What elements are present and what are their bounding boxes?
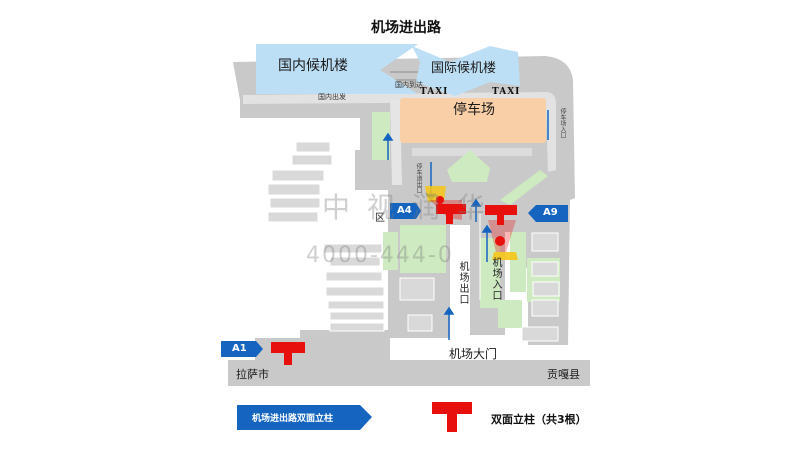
marker-a4-label: A4 — [397, 205, 412, 216]
legend-pillar-top — [432, 402, 472, 414]
entry-road-label: 机场入口 — [490, 257, 501, 301]
marker-a4-shape — [390, 203, 421, 219]
parking-lane-label: 停车道出口 — [415, 163, 422, 193]
legend-arrow-label: 机场进出路双面立柱 — [252, 414, 334, 424]
figure-marker-2 — [436, 196, 444, 204]
marker-a1-shape — [221, 341, 263, 357]
domestic-terminal-label: 国内候机楼 — [278, 58, 348, 74]
figure-marker-1 — [495, 236, 505, 246]
domestic-departures-label: 国内出发 — [318, 93, 346, 101]
taxi-label-left: TAXI — [420, 87, 449, 97]
lhasa-label: 拉萨市 — [236, 368, 269, 381]
zone-label: 区 — [375, 213, 385, 224]
view-cone-2 — [488, 220, 516, 252]
watermark-line1: 中 视 润 华 — [322, 191, 489, 224]
gonggar-label: 贡嘎县 — [547, 368, 580, 381]
yellow-zone-2 — [492, 252, 518, 260]
marker-a9-shape — [528, 205, 568, 222]
international-terminal-label: 国际候机楼 — [431, 61, 497, 76]
domestic-terminal-shape — [256, 44, 418, 94]
parking-label: 停车场 — [453, 102, 495, 118]
legend-pillar-label: 双面立柱（共3根） — [491, 413, 587, 426]
taxi-label-right: TAXI — [492, 87, 521, 97]
domestic-arrivals-label: 国内到达 — [395, 81, 423, 89]
legend-pillar-post — [447, 414, 457, 432]
building-blocks — [267, 141, 560, 342]
exit-road-label: 机场出口 — [457, 261, 468, 305]
international-terminal-shape — [412, 46, 520, 96]
inner-lane — [390, 100, 402, 185]
pillars-on-map — [271, 204, 517, 365]
marker-a9-label: A9 — [543, 207, 558, 218]
map-title: 机场进出路 — [371, 20, 441, 36]
airport-gate-label: 机场大门 — [449, 347, 498, 361]
watermark-line2: 4000-444-0 — [306, 243, 454, 268]
parking-entrance-label: 停车场入口 — [559, 108, 566, 138]
parking-lot-shape — [400, 98, 546, 143]
marker-a1-label: A1 — [232, 343, 247, 354]
legend-arrow-shape — [237, 405, 372, 430]
